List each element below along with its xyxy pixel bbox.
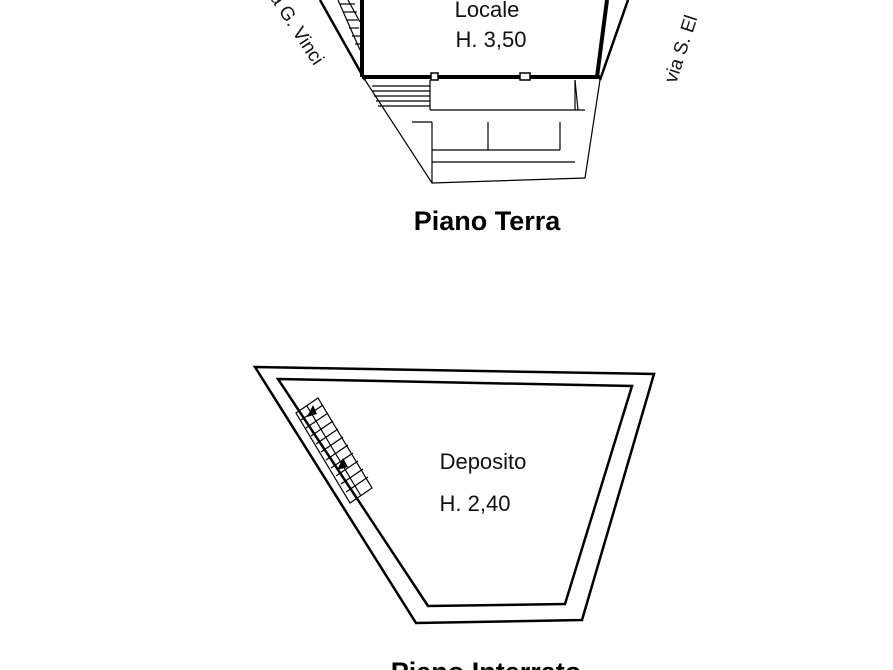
basement-room-height: H. 2,40 [440,491,511,516]
street-label-right: via S. El [661,13,703,86]
stair-direction-arrows [307,405,348,470]
ground-floor-title: Piano Terra [414,206,562,236]
ground-floor-doors [430,72,531,81]
ground-floor-exterior [364,79,601,184]
basement-room-name: Deposito [440,449,527,474]
basement-stair [295,397,373,504]
ground-floor-stair-hatch [337,0,361,51]
basement-walls [252,365,656,625]
basement-plan: Deposito H. 2,40 Piano Interrato [252,365,656,670]
ground-floor-walls [318,0,630,81]
street-label-left: via G. Vinci [258,0,328,69]
basement-title: Piano Interrato [391,657,582,670]
ground-floor-room-name: Locale [455,0,520,22]
ground-floor-plan: Locale H. 3,50 via G. Vinci via S. El Pi… [258,0,702,236]
ground-floor-room-height: H. 3,50 [456,27,527,52]
